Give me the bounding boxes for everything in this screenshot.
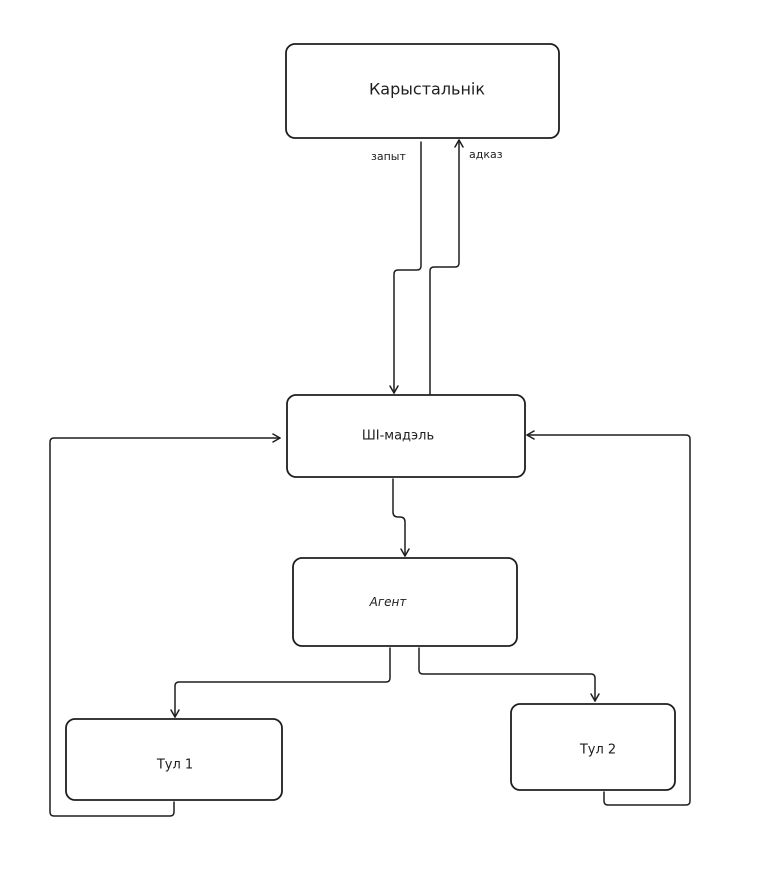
node-tool1-label: Тул 1 [156, 758, 193, 773]
edge-tool1-to-model [49, 433, 281, 817]
response-arrow [429, 139, 464, 395]
request-label: запыт [371, 150, 406, 163]
edge-tool2-to-model [526, 430, 691, 806]
response-label: адказ [469, 148, 503, 161]
node-tool2[interactable]: Тул 2 [510, 703, 676, 791]
node-ai-model[interactable]: ШІ-мадэль [286, 394, 526, 478]
edge-agent-to-tool1 [170, 647, 391, 718]
tool2-to-model-arrow [526, 430, 691, 806]
request-arrow [389, 141, 422, 394]
node-agent[interactable]: Агент [292, 557, 518, 647]
edge-request [389, 141, 422, 394]
model-to-agent-arrow [392, 478, 410, 557]
node-user-label: Карыстальнік [369, 80, 485, 99]
node-ai-model-label: ШІ-мадэль [362, 429, 434, 444]
agent-to-tool1-arrow [170, 647, 391, 718]
node-tool1[interactable]: Тул 1 [65, 718, 283, 801]
node-user[interactable]: Карыстальнік [285, 43, 560, 139]
node-tool2-label: Тул 2 [579, 743, 616, 758]
agent-to-tool2-arrow [418, 647, 600, 702]
edge-model-to-agent [392, 478, 410, 557]
node-agent-label: Агент [369, 595, 408, 609]
tool1-to-model-arrow [49, 433, 281, 817]
edge-agent-to-tool2 [418, 647, 600, 702]
edge-response [429, 139, 464, 395]
